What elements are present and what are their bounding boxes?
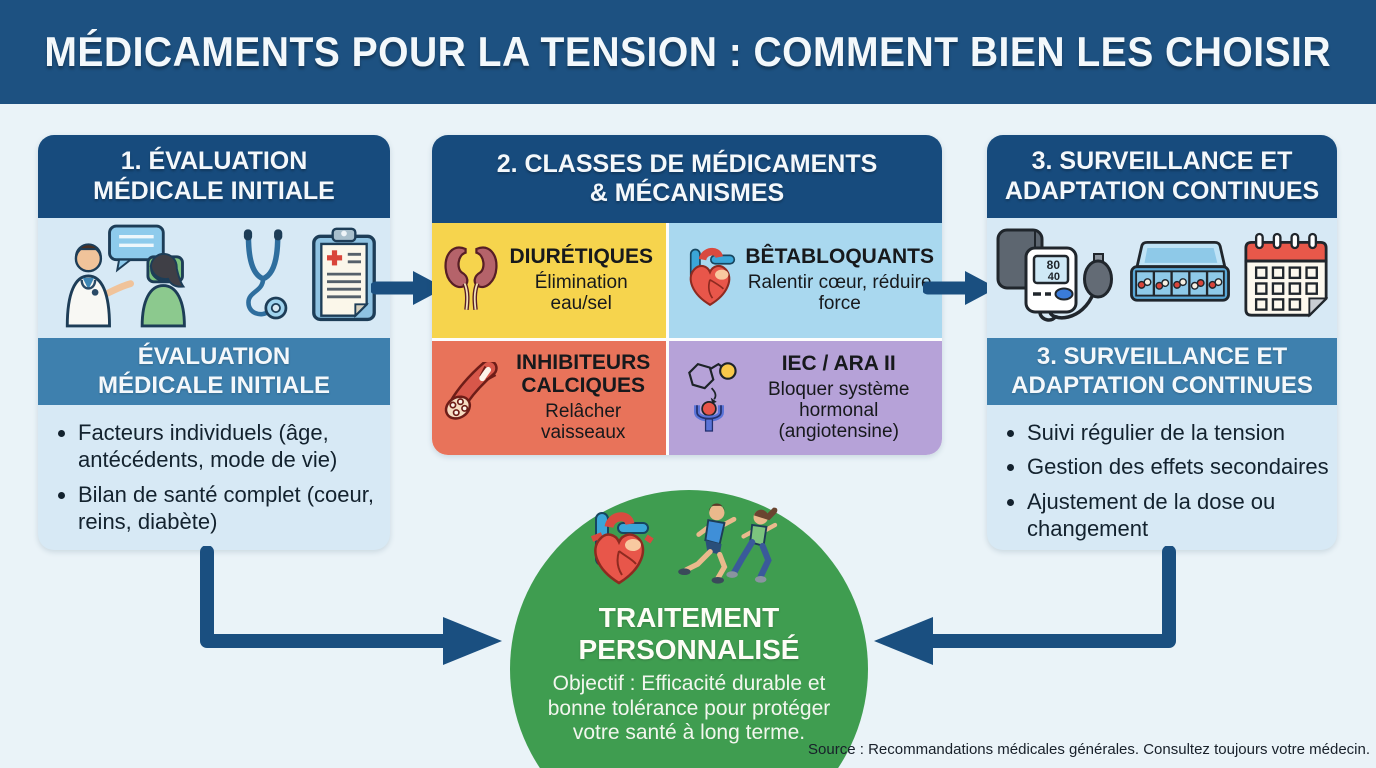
drug-class-grid: DIURÉTIQUES Élimination eau/sel <box>432 223 942 455</box>
blood-vessel-icon <box>442 359 504 433</box>
page-title: MÉDICAMENTS POUR LA TENSION : COMMENT BI… <box>44 28 1332 75</box>
connector-step3-to-center <box>874 546 1176 665</box>
arrow-step1-to-step2 <box>371 271 445 305</box>
personalized-treatment-circle: TRAITEMENT PERSONNALISÉ Objectif : Effic… <box>510 490 868 768</box>
molecule-receptor-icon <box>679 357 739 438</box>
source-note: Source : Recommandations médicales génér… <box>808 741 1370 758</box>
circle-body-text: Objectif : Efficacité durable et bonne t… <box>547 672 831 745</box>
circle-icon-row <box>510 503 868 594</box>
quadrant-title: BÊTABLOQUANTS <box>745 245 934 269</box>
heart-icon <box>679 245 741 316</box>
step3-subheader-line2: ADAPTATION CONTINUES <box>1011 371 1313 399</box>
step1-subheader-line1: ÉVALUATION <box>137 342 291 370</box>
bp-display-top: 80 <box>1047 258 1061 272</box>
step2-header: 2. CLASSES DE MÉDICAMENTS & MÉCANISMES <box>432 135 942 223</box>
runners-icon <box>672 501 796 594</box>
quadrant-desc: Relâcher vaisseaux <box>540 400 626 443</box>
step1-header-line2: MÉDICALE INITIALE <box>93 176 335 205</box>
step3-bullet-list: Suivi régulier de la tension Gestion des… <box>999 419 1329 542</box>
quadrant-iec-ara2: IEC / ARA II Bloquer système hormonal (a… <box>669 340 942 455</box>
quadrant-betabloquants: BÊTABLOQUANTS Ralentir cœur, réduire for… <box>669 223 942 338</box>
step3-panel: 3. SURVEILLANCE ET ADAPTATION CONTINUES … <box>987 135 1337 550</box>
list-item: Facteurs individuels (âge, antécédents, … <box>78 419 382 474</box>
kidneys-icon <box>442 242 500 319</box>
bp-display-bottom: 40 <box>1048 271 1060 283</box>
arrow-step2-to-step3 <box>923 271 997 305</box>
step2-header-line2: & MÉCANISMES <box>589 179 785 207</box>
circle-title-line1: TRAITEMENT <box>598 602 780 633</box>
quadrant-desc: Ralentir cœur, réduire force <box>747 271 932 315</box>
quadrant-desc: Élimination eau/sel <box>534 271 628 315</box>
step1-bullet-list: Facteurs individuels (âge, antécédents, … <box>50 419 382 535</box>
quadrant-diuretiques: DIURÉTIQUES Élimination eau/sel <box>432 223 667 338</box>
step3-header: 3. SURVEILLANCE ET ADAPTATION CONTINUES <box>987 135 1337 218</box>
quadrant-title: INHIBITEURS CALCIQUES <box>516 351 651 397</box>
step1-header: 1. ÉVALUATION MÉDICALE INITIALE <box>38 135 390 218</box>
step3-header-line2: ADAPTATION CONTINUES <box>1004 176 1320 205</box>
list-item: Bilan de santé complet (coeur, reins, di… <box>78 481 382 536</box>
stethoscope-icon <box>232 227 296 330</box>
quadrant-inhibiteurs-calciques: INHIBITEURS CALCIQUES Relâcher vaisseaux <box>432 340 667 455</box>
step1-subheader-line2: MÉDICALE INITIALE <box>98 371 330 399</box>
list-item: Ajustement de la dose ou changement <box>1027 488 1329 543</box>
step3-subheader-line1: 3. SURVEILLANCE ET <box>1036 342 1288 370</box>
connector-step1-to-center <box>200 546 502 665</box>
circle-title: TRAITEMENT PERSONNALISÉ <box>510 602 868 666</box>
list-item: Suivi régulier de la tension <box>1027 419 1329 446</box>
step1-icon-row <box>38 218 390 338</box>
step3-icon-row: 80 40 <box>987 218 1337 338</box>
calendar-icon <box>1244 232 1329 325</box>
heart-icon <box>582 509 656 594</box>
step1-panel: 1. ÉVALUATION MÉDICALE INITIALE <box>38 135 390 550</box>
quadrant-desc: Bloquer système hormonal (angiotensine) <box>767 378 910 443</box>
step3-subheader: 3. SURVEILLANCE ET ADAPTATION CONTINUES <box>987 338 1337 405</box>
step2-panel: 2. CLASSES DE MÉDICAMENTS & MÉCANISMES <box>432 135 942 455</box>
pillbox-icon <box>1124 238 1236 319</box>
quadrant-title: IEC / ARA II <box>781 352 896 376</box>
blood-pressure-monitor-icon: 80 40 <box>996 228 1116 329</box>
list-item: Gestion des effets secondaires <box>1027 453 1329 480</box>
step3-header-line1: 3. SURVEILLANCE ET <box>1031 147 1293 175</box>
step1-subheader: ÉVALUATION MÉDICALE INITIALE <box>38 338 390 405</box>
doctor-patient-icon <box>50 224 218 333</box>
title-banner: MÉDICAMENTS POUR LA TENSION : COMMENT BI… <box>0 0 1376 104</box>
quadrant-title: DIURÉTIQUES <box>509 245 653 269</box>
step2-header-line1: 2. CLASSES DE MÉDICAMENTS <box>496 149 878 178</box>
step1-header-line1: 1. ÉVALUATION <box>120 147 308 175</box>
clipboard-icon <box>310 227 378 330</box>
circle-title-line2: PERSONNALISÉ <box>578 634 800 666</box>
